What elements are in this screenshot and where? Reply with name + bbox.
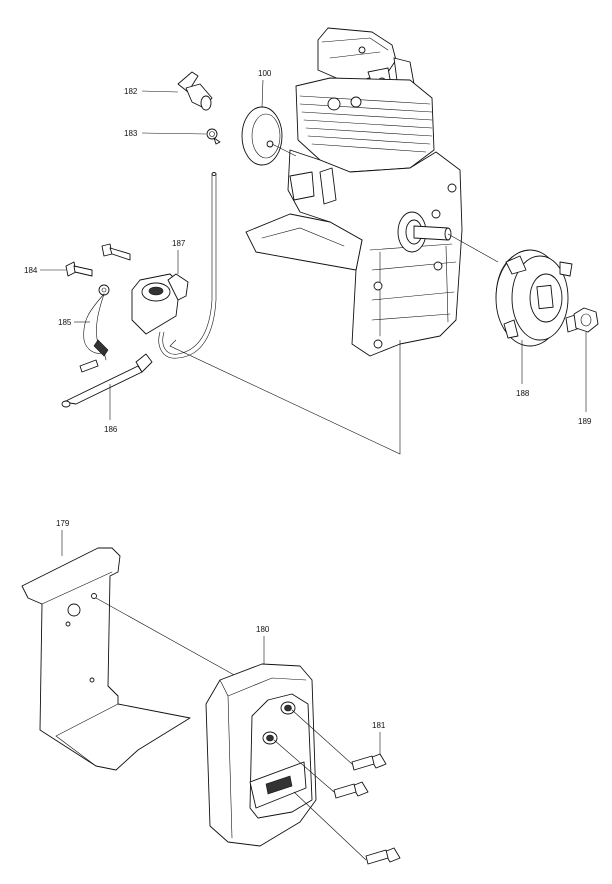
part-183-clip <box>141 128 221 145</box>
part-186-stop-wire <box>61 353 153 420</box>
part-187-ignition-coil <box>131 250 189 335</box>
label-185: 185 <box>58 318 72 327</box>
label-187: 187 <box>172 239 186 248</box>
label-188: 188 <box>516 389 530 398</box>
label-179: 179 <box>56 519 70 528</box>
part-100-flywheel-cover <box>241 79 297 166</box>
part-189-nut <box>573 307 599 412</box>
label-182: 182 <box>124 87 138 96</box>
label-181: 181 <box>372 721 386 730</box>
part-180-muffler <box>205 636 317 847</box>
ignition-lead <box>158 172 217 359</box>
label-180: 180 <box>256 625 270 634</box>
label-189: 189 <box>578 417 592 426</box>
engine-block <box>245 27 463 357</box>
part-185-wire <box>74 293 109 373</box>
washer <box>98 284 110 296</box>
label-186: 186 <box>104 425 118 434</box>
label-184: 184 <box>24 266 38 275</box>
assembly-leaders <box>169 233 499 455</box>
label-183: 183 <box>124 129 138 138</box>
part-188-clutch <box>495 249 581 384</box>
part-184-screw <box>40 261 93 277</box>
part-182-spark-plug-cap <box>141 71 213 111</box>
part-181-screws <box>273 709 401 865</box>
part-179-heat-shield <box>21 530 237 771</box>
label-100: 100 <box>258 69 272 78</box>
ignition-screw <box>101 243 131 261</box>
